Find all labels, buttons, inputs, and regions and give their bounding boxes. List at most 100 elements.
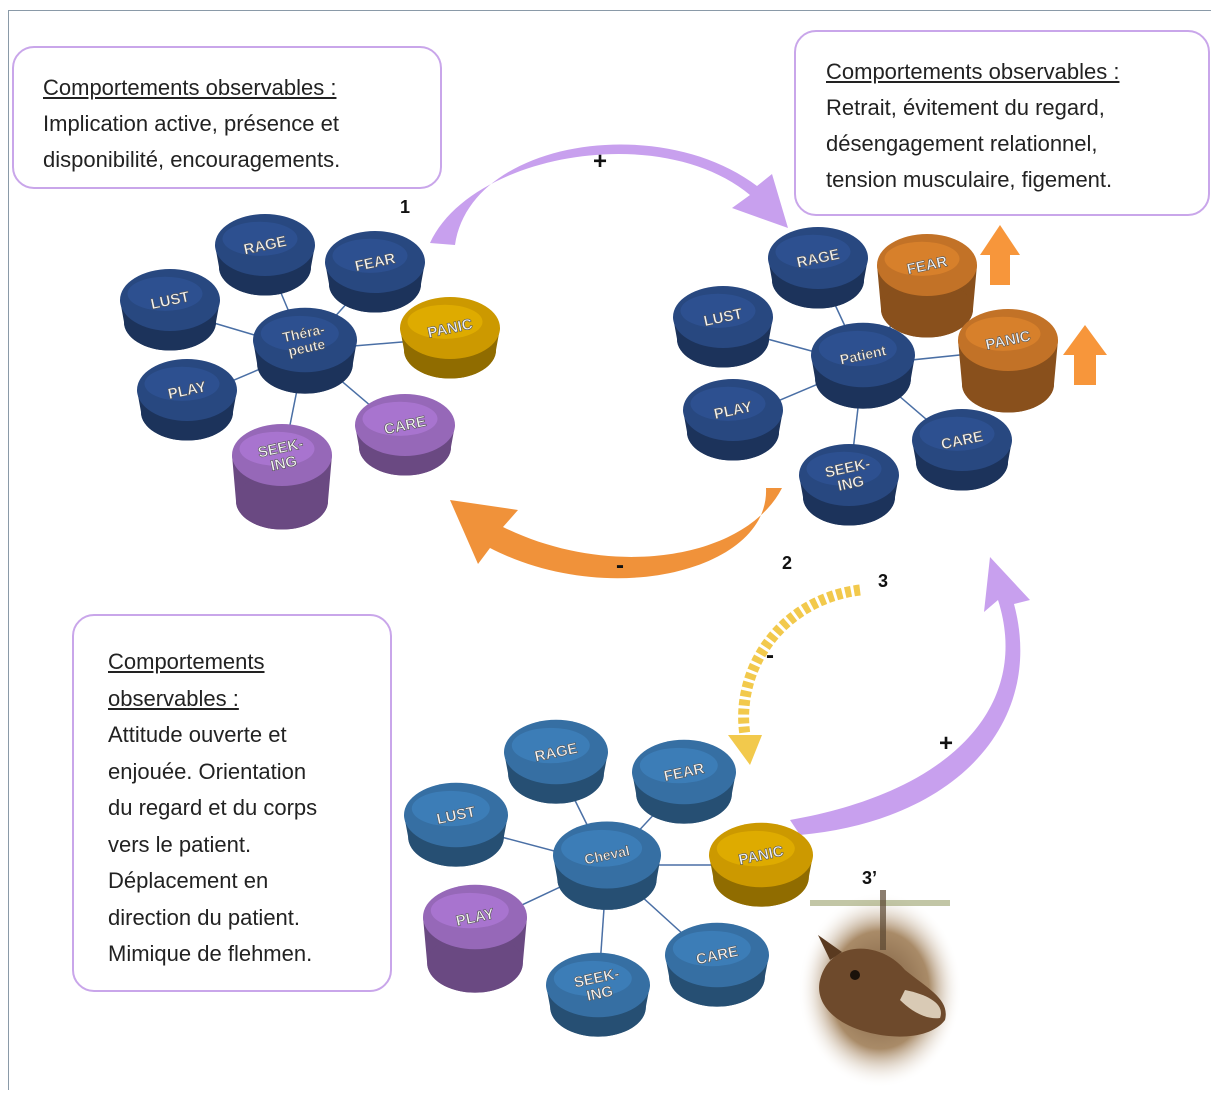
cluster-therapist-node-lust-highlight [127,276,203,311]
horse-behaviors-line-1: Attitude ouverte et [108,722,287,747]
horse-behaviors-line-2: enjouée. Orientation [108,758,307,784]
cluster-therapist-node-fear: FEAR [325,231,425,313]
cluster-horse-node-seeking: SEEK-ING [546,952,650,1037]
cluster-patient-node-lust: LUST [673,286,773,368]
cluster-patient-node-fear: FEAR [877,234,977,338]
cluster-horse-node-rage-top [504,719,608,785]
horse-behaviors-box: Comportements observables : Attitude ouv… [72,614,392,992]
yellow-arrow [738,584,861,736]
patient-behaviors-box: Comportements observables : Retrait, évi… [794,30,1210,216]
cluster-therapist-node-play-highlight [144,366,220,401]
cluster-patient-node-play-highlight [690,386,766,421]
cluster-patient-node-seeking-highlight [806,451,882,486]
cluster-patient-node-lust-top [673,286,773,348]
cluster-therapist-node-fear-top [325,231,425,293]
cluster-horse-center: Cheval [553,821,661,910]
cluster-horse-node-lust: LUST [404,782,508,867]
cluster-patient-node-panic: PANIC [958,309,1058,413]
cluster-patient-center-highlight [818,330,897,367]
cluster-patient-node-play: PLAY [683,379,783,461]
cluster-horse-node-fear: FEAR [632,739,736,824]
sign-top-plus: + [593,148,608,175]
cluster-therapist-node-seeking-top [232,424,332,486]
cluster-patient-node-rage: RAGE [768,227,868,309]
horse-behaviors-line-7: Mimique de flehmen. [108,941,313,966]
cluster-therapist-node-rage: RAGE [215,214,315,296]
cluster-horse-node-care-top [665,922,769,988]
yellow-arrow-head [728,735,762,765]
cluster-horse-node-play-top [423,884,527,950]
cluster-therapist-node-rage-top [215,214,315,276]
cluster-horse-node-panic-top [709,822,813,888]
therapist-behaviors-title: Comportements observables : [43,75,337,100]
cluster-patient-center: Patient [811,322,915,409]
cluster-horse-center-top [553,821,661,889]
cluster-therapist-node-seeking-base [236,472,328,530]
cluster-horse-node-play-base [427,933,523,993]
cluster-therapist-node-lust-top [120,269,220,331]
cluster-therapist-node-panic-top [400,297,500,359]
cluster-therapist-center: Théra-peute [253,307,357,394]
cluster-horse-node-panic-highlight [716,830,795,867]
horse-behaviors-line-6: direction du patient. [108,904,301,930]
frame-line-top [8,10,1211,11]
cluster-patient-node-rage-highlight [775,234,851,269]
cluster-horse-node-seeking-highlight [553,960,632,997]
horse-behaviors-line-5: Déplacement en [108,868,269,893]
cluster-horse-node-lust-highlight [411,790,490,827]
cluster-patient-node-fear-top [877,234,977,296]
cluster-patient-node-fear-base [881,280,973,338]
cluster-therapist-node-seeking: SEEK-ING [232,424,332,530]
purple-arrow-top [430,144,788,245]
frame-line-left [8,10,9,1090]
step-number-3: 3 [878,571,889,591]
sign-middle-minus: - [616,552,624,579]
cluster-patient-node-seeking: SEEK-ING [799,444,899,526]
cluster-therapist: RAGEFEARPANICCARESEEK-INGPLAYLUSTThéra-p… [120,214,500,530]
cluster-therapist-node-lust: LUST [120,269,220,351]
panic-up-arrow-icon [1063,325,1107,385]
horse-behaviors-line-4: vers le patient. [108,831,252,857]
cluster-patient-node-care-highlight [919,416,995,451]
cluster-horse-node-panic: PANIC [709,822,813,907]
sign-right-plus: + [939,730,954,757]
patient-behaviors-title: Comportements observables : [826,59,1120,84]
cluster-horse-node-seeking-top [546,952,650,1018]
cluster-therapist-node-care-top [355,394,455,456]
purple-arrow-right [790,557,1030,835]
fear-up-arrow-icon [980,225,1020,285]
horse-behaviors-title-1: Comportements [108,649,265,674]
cluster-therapist-node-care-highlight [362,401,438,436]
horse-photo [798,890,962,1088]
horse-behaviors-title-2: observables : [108,685,239,711]
step-number-2: 2 [782,553,793,573]
cluster-horse-node-rage-highlight [511,727,590,764]
patient-behaviors-line-3: tension musculaire, figement. [826,167,1113,192]
sign-yellow-minus: - [766,642,774,669]
cluster-therapist-node-seeking-highlight [239,431,315,466]
cluster-patient-center-top [811,322,915,388]
cluster-therapist-center-top [253,307,357,373]
cluster-patient-node-rage-top [768,227,868,289]
patient-behaviors-line-1: Retrait, évitement du regard, [826,95,1105,120]
cluster-therapist-node-play: PLAY [137,359,237,441]
patient-behaviors-line-2: désengagement relationnel, [826,131,1098,156]
step-number-1: 1 [400,197,411,217]
cluster-horse-node-lust-top [404,782,508,848]
cluster-horse-node-play-highlight [430,892,509,929]
cluster-therapist-node-play-top [137,359,237,421]
cluster-therapist-node-care: CARE [355,394,455,476]
cluster-horse-node-play: PLAY [423,884,527,993]
cluster-therapist-node-fear-highlight [332,238,408,273]
cluster-horse-node-rage: RAGE [504,719,608,804]
cluster-patient-node-panic-highlight [965,316,1041,351]
cluster-therapist-node-rage-highlight [222,221,298,256]
cluster-patient-node-lust-highlight [680,293,756,328]
cluster-patient-node-panic-top [958,309,1058,371]
cluster-horse-center-highlight [561,829,643,867]
cluster-horse-node-fear-highlight [639,747,718,784]
cluster-horse-node-lust-label: LUST [435,803,477,828]
